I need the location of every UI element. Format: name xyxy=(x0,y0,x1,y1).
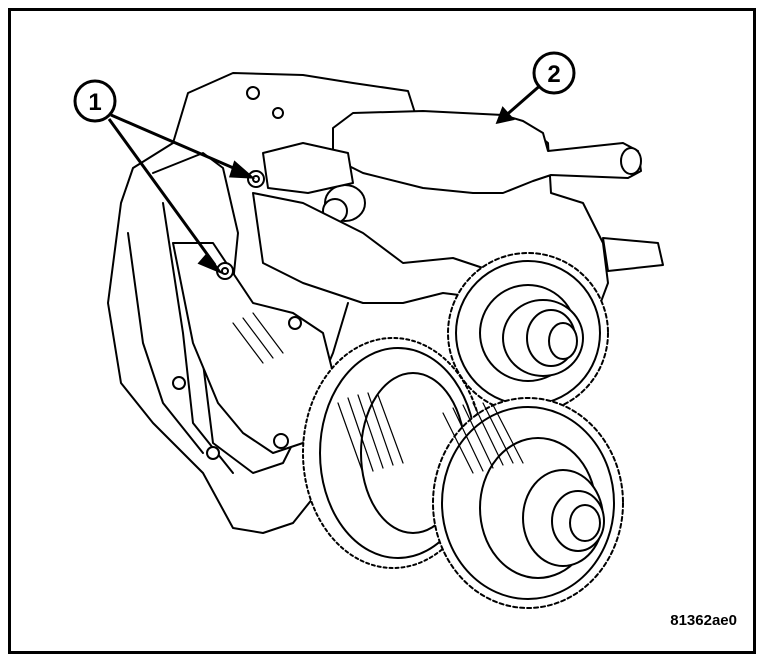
figure-frame: 1 2 81362ae0 xyxy=(8,8,756,654)
leader-line-2 xyxy=(502,81,544,120)
callout-1-label: 1 xyxy=(88,89,101,116)
callout-1: 1 xyxy=(73,79,117,123)
leader-line-1a xyxy=(110,113,246,175)
leader-line-1b xyxy=(107,118,217,266)
callout-2: 2 xyxy=(532,51,576,95)
callout-2-label: 2 xyxy=(547,61,560,88)
arrow-head-2 xyxy=(495,106,515,125)
transmission-illustration: 1 2 xyxy=(73,51,664,609)
figure-reference-code: 81362ae0 xyxy=(670,612,737,629)
arrow-head-1a xyxy=(228,160,256,179)
arrow-head-1b xyxy=(197,252,224,275)
